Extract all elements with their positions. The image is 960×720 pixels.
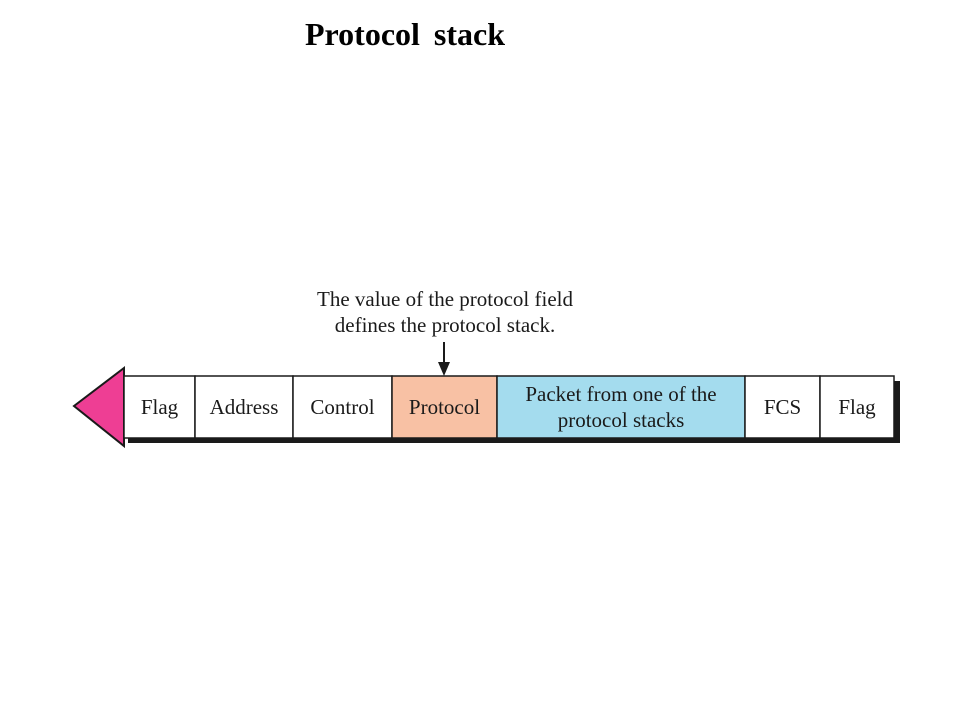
- field-fcs-box: [744, 375, 821, 439]
- field-control-label: Control: [310, 395, 374, 419]
- field-flag-start-label: Flag: [141, 395, 179, 419]
- field-flag-end-box: [819, 375, 895, 439]
- field-fcs: FCS: [744, 375, 821, 439]
- field-protocol: Protocol: [391, 375, 498, 439]
- field-packet-label: Packet from one of the: [525, 382, 716, 406]
- field-packet-box: [496, 375, 746, 439]
- page-title: Protocol stack: [304, 16, 506, 52]
- field-protocol-box: [391, 375, 498, 439]
- left-arrowhead-icon: [72, 365, 125, 449]
- field-flag-end: Flag: [819, 375, 895, 439]
- annotation-line-2: defines the protocol stack.: [334, 313, 556, 337]
- field-address: Address: [194, 375, 294, 439]
- annotation-line-1: The value of the protocol field: [317, 287, 573, 311]
- field-flag-end-label: Flag: [838, 395, 876, 419]
- field-control: Control: [292, 375, 393, 439]
- frame-shadow-right: [894, 381, 900, 443]
- frame-fields: Flag Address Control Protocol Packet from on…: [123, 375, 895, 439]
- field-flag-start: Flag: [123, 375, 196, 439]
- field-fcs-label: FCS: [764, 395, 801, 419]
- field-protocol-label: Protocol: [409, 395, 480, 419]
- field-address-label: Address: [210, 395, 279, 419]
- annotation-pointer-arrow: [438, 342, 450, 376]
- field-control-box: [292, 375, 393, 439]
- frame-shadow-bottom: [128, 438, 900, 443]
- field-packet-label: protocol stacks: [558, 408, 685, 432]
- protocol-field-annotation: The value of the protocol field defines …: [270, 286, 620, 338]
